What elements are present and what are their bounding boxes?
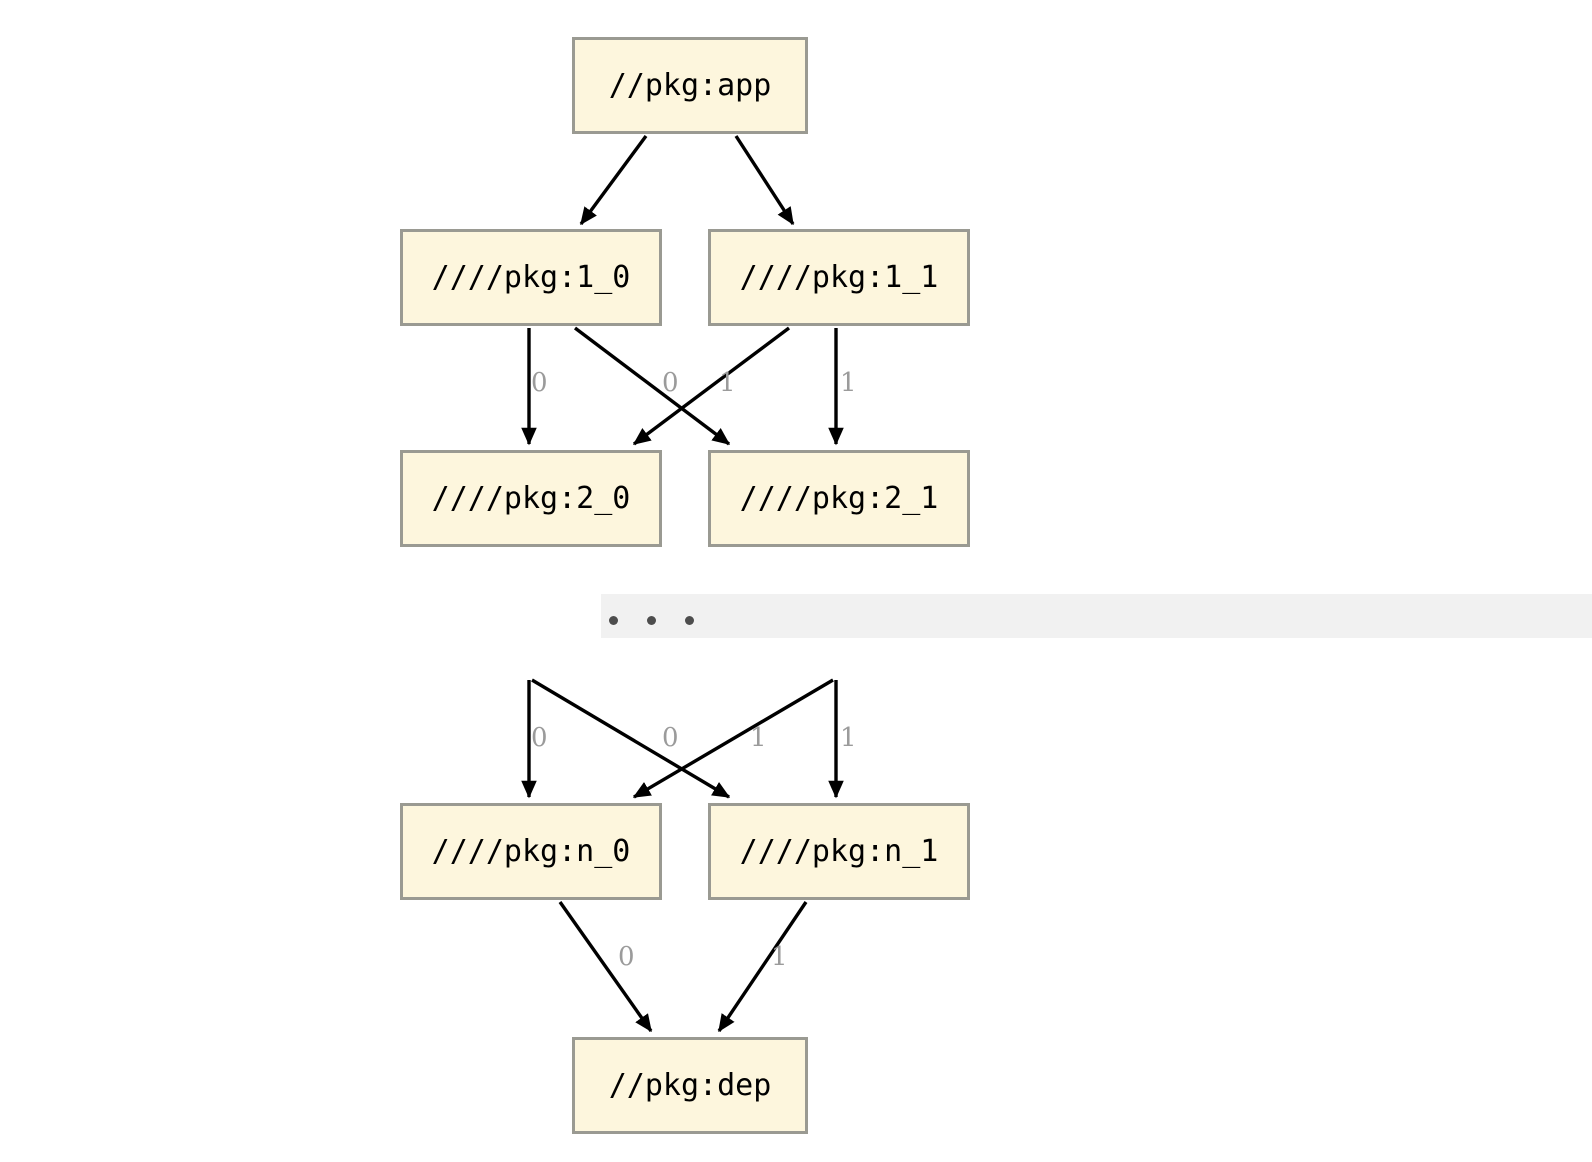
edge-label: 0: [531, 723, 548, 753]
graph-edge: [632, 326, 791, 446]
node-pkg-app[interactable]: //pkg:app: [572, 37, 808, 134]
edge-label: 0: [662, 723, 679, 753]
node-label: ////pkg:n_0: [431, 834, 631, 869]
node-label: //pkg:dep: [608, 1068, 772, 1103]
node-pkg-dep[interactable]: //pkg:dep: [572, 1037, 808, 1134]
node-pkg-1-1[interactable]: ////pkg:1_1: [708, 229, 970, 326]
node-label: ////pkg:2_0: [431, 481, 631, 516]
graph-edge: [579, 134, 648, 226]
edge-label: 1: [750, 723, 767, 753]
ellipsis-separator-band: [601, 594, 1592, 638]
node-pkg-2-1[interactable]: ////pkg:2_1: [708, 450, 970, 547]
node-pkg-n-1[interactable]: ////pkg:n_1: [708, 803, 970, 900]
edge-label: 1: [719, 368, 736, 398]
ellipsis-dot: [647, 616, 656, 625]
node-pkg-1-0[interactable]: ////pkg:1_0: [400, 229, 662, 326]
node-pkg-2-0[interactable]: ////pkg:2_0: [400, 450, 662, 547]
graph-edge: [717, 901, 808, 1033]
node-label: ////pkg:1_1: [739, 260, 939, 295]
edge-label: 0: [618, 942, 635, 972]
ellipsis-dots: [609, 616, 694, 625]
ellipsis-dot: [609, 616, 618, 625]
edge-label: 0: [662, 368, 679, 398]
graph-edge: [632, 678, 834, 799]
node-label: ////pkg:n_1: [739, 834, 939, 869]
edge-label: 1: [840, 368, 857, 398]
ellipsis-dot: [685, 616, 694, 625]
node-label: ////pkg:2_1: [739, 481, 939, 516]
edge-label: 1: [840, 723, 857, 753]
graph-edge: [531, 678, 731, 799]
graph-edge: [734, 135, 795, 226]
edge-label: 1: [771, 942, 788, 972]
graph-edge: [558, 901, 653, 1033]
node-label: ////pkg:1_0: [431, 260, 631, 295]
graph-edge: [573, 326, 731, 446]
edge-label: 0: [531, 368, 548, 398]
node-pkg-n-0[interactable]: ////pkg:n_0: [400, 803, 662, 900]
node-label: //pkg:app: [608, 68, 772, 103]
